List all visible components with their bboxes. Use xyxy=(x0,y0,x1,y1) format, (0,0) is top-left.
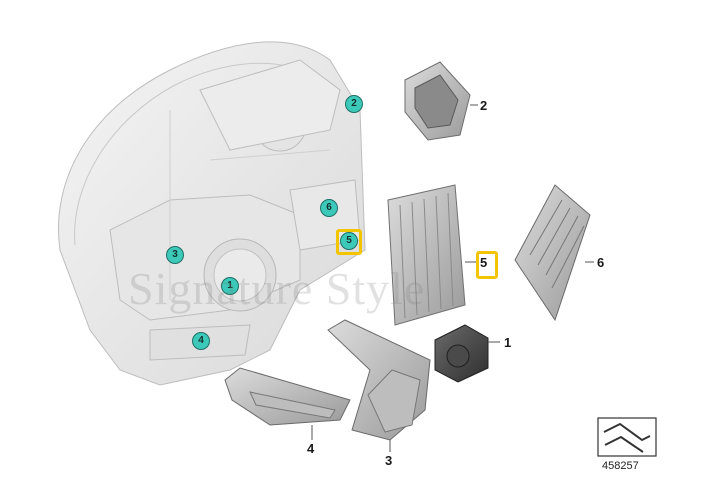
callout-label-4: 4 xyxy=(307,441,315,456)
housing-badge-6: 6 xyxy=(320,199,338,217)
housing-badge-5: 5 xyxy=(340,232,358,250)
control-unit xyxy=(387,184,478,326)
heat-sink-module xyxy=(514,184,594,322)
callout-label-6: 6 xyxy=(597,255,605,270)
housing-callout-5-highlight xyxy=(336,229,362,255)
housing-badge-2: 2 xyxy=(345,95,363,113)
fan xyxy=(434,324,500,383)
callout-label-2: 2 xyxy=(480,98,488,113)
callout-5-highlight xyxy=(476,251,498,279)
led-module-cover xyxy=(404,61,478,141)
headlight-housing xyxy=(58,41,366,386)
housing-badge-1: 1 xyxy=(221,277,239,295)
callout-label-1: 1 xyxy=(504,335,512,350)
watermark-text: Signature Style xyxy=(128,263,426,314)
duct-3 xyxy=(327,319,431,452)
callout-label-3: 3 xyxy=(385,453,393,468)
doc-number: 458257 xyxy=(602,460,639,472)
housing-badge-3: 3 xyxy=(166,246,184,264)
housing-badge-4: 4 xyxy=(192,332,210,350)
duct-4 xyxy=(224,367,351,440)
callout-label-5: 5 xyxy=(480,255,488,270)
orientation-arrow-icon xyxy=(597,417,657,457)
